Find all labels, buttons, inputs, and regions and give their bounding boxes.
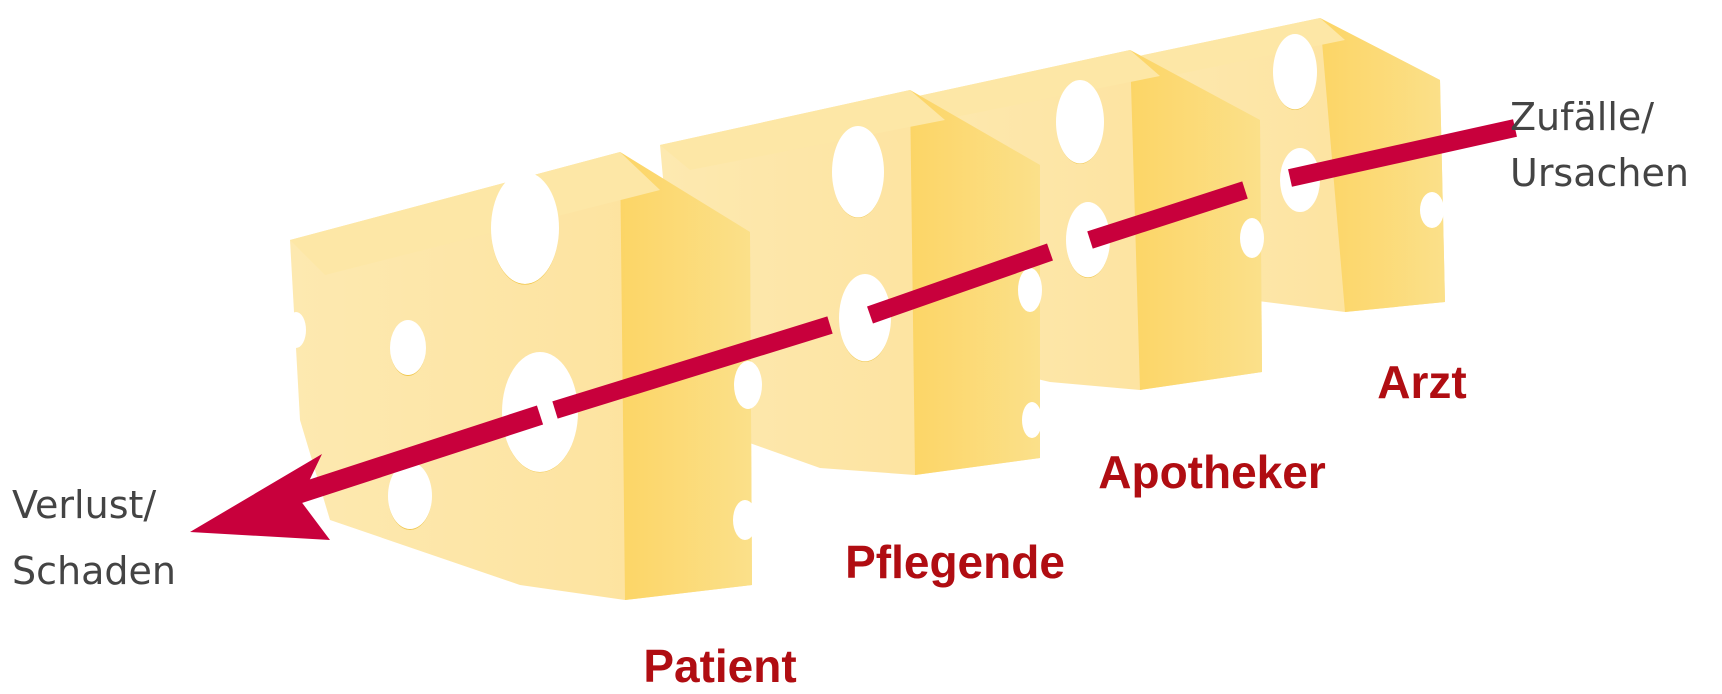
layer-label-pflegende: Pflegende: [845, 536, 1065, 588]
layer-label-arzt: Arzt: [1377, 356, 1466, 408]
start-label-line-2: Ursachen: [1510, 151, 1689, 195]
end-label-line-2: Schaden: [12, 549, 176, 593]
layer-label-patient: Patient: [643, 640, 796, 689]
end-label-line-1: Verlust/: [12, 483, 156, 527]
end-label: Verlust/ Schaden: [12, 483, 176, 593]
layer-label-apotheker: Apotheker: [1098, 446, 1326, 498]
start-label: Zufälle/ Ursachen: [1510, 95, 1689, 195]
start-label-line-1: Zufälle/: [1510, 95, 1654, 139]
